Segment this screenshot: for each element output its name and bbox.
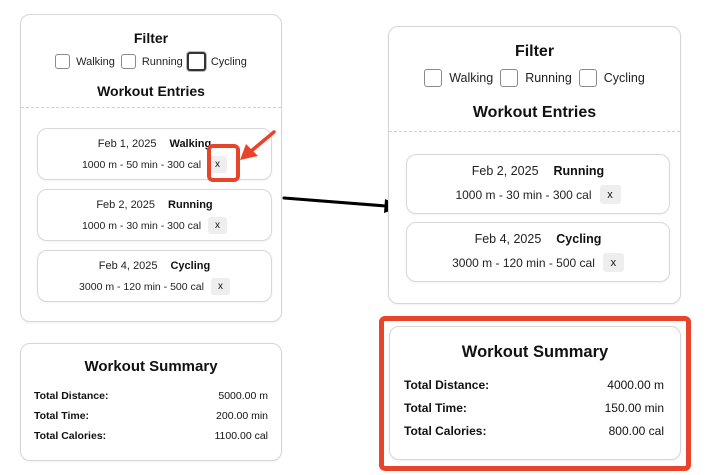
after-walking-label: Walking <box>449 71 494 85</box>
after-entries-title: Workout Entries <box>472 104 597 121</box>
before-running-checkbox[interactable] <box>120 54 136 69</box>
after-entries-card: Filter Walking Running Cycling Workout E… <box>388 26 681 304</box>
entry-details: 1000 m - 50 min - 300 cal <box>81 158 202 171</box>
before-entry-card: Feb 2, 2025 Running 1000 m - 30 min - 30… <box>37 189 272 241</box>
delete-entry-button[interactable]: x <box>210 278 230 295</box>
summary-label: Total Calories: <box>34 430 107 442</box>
summary-value: 1100.00 cal <box>214 430 268 442</box>
summary-label: Total Calories: <box>404 424 487 438</box>
summary-highlight <box>379 316 691 471</box>
summary-value: 200.00 min <box>216 410 268 422</box>
before-summary-row-distance: Total Distance: 5000.00 m <box>34 390 268 402</box>
before-walking-label: Walking <box>76 55 115 68</box>
before-running-label: Running <box>141 55 183 68</box>
summary-value: 5000.00 m <box>218 390 268 402</box>
before-summary-title: Workout Summary <box>84 358 218 375</box>
transition-arrow-icon <box>282 196 402 213</box>
before-entries-title: Workout Entries <box>97 83 205 99</box>
before-walking-checkbox[interactable] <box>55 54 71 69</box>
summary-label: Total Time: <box>34 410 90 422</box>
after-entry-card: Feb 4, 2025 Cycling 3000 m - 120 min - 5… <box>406 222 670 282</box>
entry-date: Feb 2, 2025 <box>96 199 156 211</box>
after-filter-title: Filter <box>514 43 555 60</box>
summary-label: Total Distance: <box>404 378 490 392</box>
entry-type: Cycling <box>170 260 211 272</box>
entry-date: Feb 4, 2025 <box>98 260 158 272</box>
after-summary-card: Workout Summary Total Distance: 4000.00 … <box>389 326 681 460</box>
delete-entry-button[interactable]: x <box>599 185 621 204</box>
delete-button-highlight <box>207 144 240 182</box>
before-summary-row-calories: Total Calories: 1100.00 cal <box>34 430 268 442</box>
after-cycling-label: Cycling <box>603 71 645 85</box>
after-summary-row-distance: Total Distance: 4000.00 m <box>404 378 664 392</box>
after-summary-title: Workout Summary <box>461 343 609 361</box>
summary-value: 800.00 cal <box>608 424 664 438</box>
before-entries-card: Filter Walking Running Cycling Workout E… <box>20 14 282 322</box>
entry-details: 3000 m - 120 min - 500 cal <box>79 280 204 293</box>
entry-date: Feb 1, 2025 <box>97 138 157 150</box>
after-filter-row: Walking Running Cycling <box>389 69 680 87</box>
after-cycling-checkbox[interactable] <box>578 69 597 87</box>
before-entry-card: Feb 1, 2025 Walking 1000 m - 50 min - 30… <box>37 128 272 180</box>
before-summary-row-time: Total Time: 200.00 min <box>34 410 268 422</box>
before-summary-card: Workout Summary Total Distance: 5000.00 … <box>20 343 282 461</box>
after-summary-row-time: Total Time: 150.00 min <box>404 401 664 415</box>
summary-label: Total Distance: <box>34 390 109 402</box>
before-filter-row: Walking Running Cycling <box>21 52 281 71</box>
after-summary-row-calories: Total Calories: 800.00 cal <box>404 424 664 438</box>
after-running-label: Running <box>525 71 572 85</box>
after-walking-checkbox[interactable] <box>424 69 443 87</box>
summary-label: Total Time: <box>404 401 467 415</box>
delete-entry-button[interactable]: x <box>208 217 228 234</box>
delete-entry-button[interactable]: x <box>208 156 228 173</box>
entry-date: Feb 2, 2025 <box>471 164 539 178</box>
annotation-pointer-arrow-icon <box>240 130 276 160</box>
entry-type: Walking <box>169 138 212 150</box>
after-divider <box>389 131 680 132</box>
entry-type: Running <box>168 199 213 211</box>
before-cycling-checkbox[interactable] <box>186 52 206 71</box>
before-cycling-label: Cycling <box>210 55 247 68</box>
summary-value: 4000.00 m <box>607 378 664 392</box>
entry-details: 3000 m - 120 min - 500 cal <box>452 255 595 270</box>
before-filter-title: Filter <box>133 30 169 46</box>
before-divider <box>21 107 281 108</box>
entry-type: Running <box>553 164 605 178</box>
entry-details: 1000 m - 30 min - 300 cal <box>455 187 592 202</box>
entry-details: 1000 m - 30 min - 300 cal <box>81 219 202 232</box>
summary-value: 150.00 min <box>604 401 664 415</box>
before-entry-card: Feb 4, 2025 Cycling 3000 m - 120 min - 5… <box>37 250 272 302</box>
entry-date: Feb 4, 2025 <box>474 232 542 246</box>
after-running-checkbox[interactable] <box>500 69 519 87</box>
after-entry-card: Feb 2, 2025 Running 1000 m - 30 min - 30… <box>406 154 670 214</box>
delete-entry-button[interactable]: x <box>602 253 624 272</box>
entry-type: Cycling <box>556 232 602 246</box>
